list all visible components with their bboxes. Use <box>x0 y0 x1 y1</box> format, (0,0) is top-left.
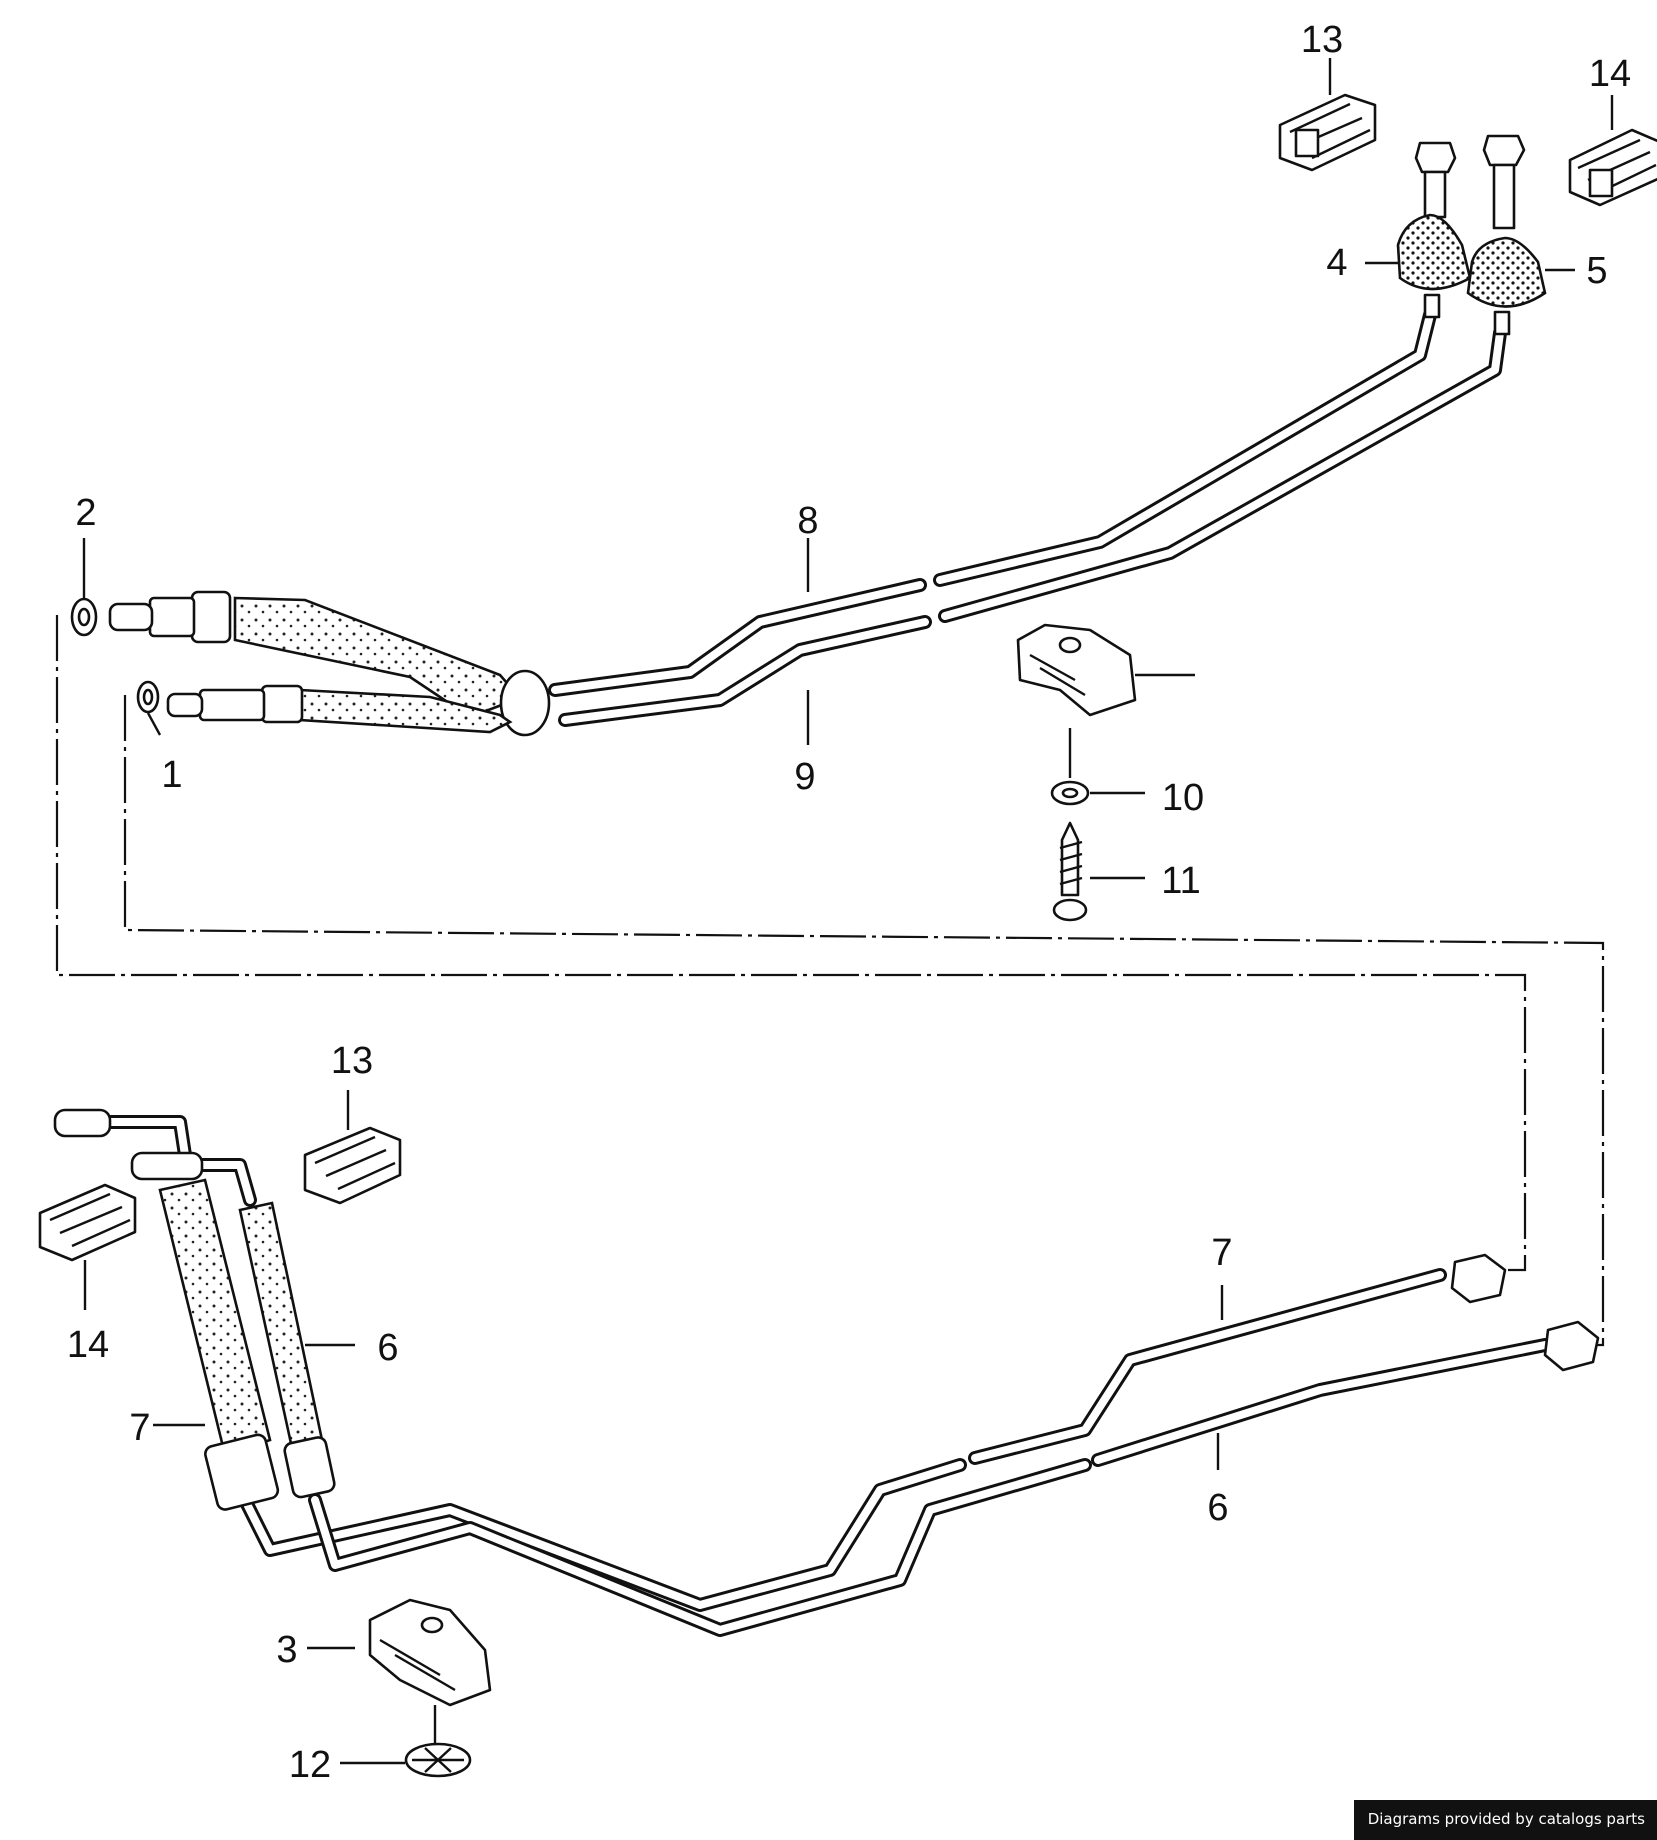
leader-lines <box>82 58 1614 1765</box>
credit-text: Diagrams provided by catalogs parts <box>1367 1810 1645 1828</box>
pipe-9 <box>558 326 1507 727</box>
union-nut-7 <box>1450 1253 1507 1304</box>
phantom-lines <box>55 615 1605 1347</box>
clip-13-top <box>1278 93 1377 172</box>
callout-7b: 7 <box>1211 1232 1232 1274</box>
callout-5: 5 <box>1586 250 1607 292</box>
upper-hose-9 <box>166 684 513 734</box>
credit-banner: Diagrams provided by catalogs parts <box>1353 1800 1657 1840</box>
callout-8: 8 <box>797 500 818 542</box>
pipe-6 <box>308 1338 1552 1637</box>
callout-12: 12 <box>289 1744 331 1786</box>
callout-9: 9 <box>794 756 815 798</box>
callout-2: 2 <box>75 492 96 534</box>
washer-2 <box>70 597 98 637</box>
clamp-10 <box>1016 623 1137 717</box>
clip-12 <box>404 1742 472 1778</box>
pipe-8 <box>548 308 1437 697</box>
callout-7a: 7 <box>129 1407 150 1449</box>
upper-hose-8 <box>108 590 551 737</box>
clip-14-lower <box>38 1183 137 1262</box>
grommet-5 <box>1466 134 1547 336</box>
union-nut-6 <box>1543 1320 1600 1372</box>
callout-13b: 13 <box>331 1040 373 1082</box>
callout-1: 1 <box>161 754 182 796</box>
callout-13a: 13 <box>1301 19 1343 61</box>
clip-13-lower <box>303 1126 402 1205</box>
callout-6b: 6 <box>1207 1487 1228 1529</box>
callouts: 1 2 3 4 5 6 6 7 7 8 9 10 11 12 13 13 14 … <box>67 19 1631 1786</box>
callout-4: 4 <box>1326 242 1347 284</box>
callout-10: 10 <box>1162 777 1204 819</box>
pipe-7 <box>238 1268 1447 1612</box>
callout-14b: 14 <box>67 1324 109 1366</box>
callout-11: 11 <box>1161 860 1200 902</box>
lower-hose-7 <box>53 1108 280 1511</box>
washer-10 <box>1050 780 1090 806</box>
lower-hose-6 <box>130 1151 336 1499</box>
washer-1 <box>136 680 160 714</box>
callout-3: 3 <box>276 1629 297 1671</box>
grommet-4 <box>1396 141 1472 319</box>
clamp-3 <box>368 1598 492 1707</box>
callout-14a: 14 <box>1589 53 1631 95</box>
callout-6a: 6 <box>377 1327 398 1369</box>
clip-14-top <box>1568 128 1657 207</box>
screw-11 <box>1052 821 1088 922</box>
